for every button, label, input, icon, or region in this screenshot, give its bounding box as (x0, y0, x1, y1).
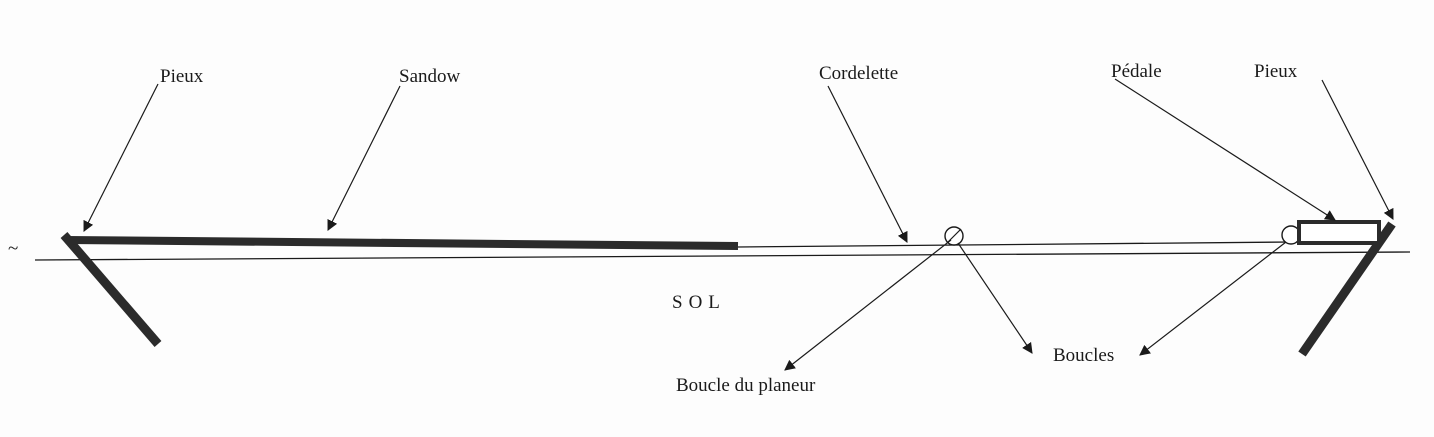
cordelette-line (737, 241, 1293, 248)
left-stake (60, 232, 162, 347)
right-stake (1298, 221, 1396, 357)
label-pieux-right: Pieux (1254, 61, 1298, 82)
arrow-boucles-2 (1139, 241, 1287, 356)
arrow-cordelette (827, 85, 908, 243)
label-boucle-planeur: Boucle du planeur (676, 375, 816, 396)
ground-line (34, 251, 1411, 261)
arrow-sandow (327, 85, 401, 231)
arrow-pedale (1114, 78, 1336, 221)
arrow-boucles-1 (957, 242, 1033, 354)
label-pedale: Pédale (1111, 61, 1162, 82)
sandow-bungee (65, 236, 739, 250)
pedal-rect (1297, 220, 1381, 245)
label-sandow: Sandow (399, 66, 461, 87)
arrow-pieux-right (1321, 79, 1394, 220)
arrow-boucle-planeur (784, 239, 952, 371)
arrow-pieux-left (83, 83, 159, 232)
label-boucles: Boucles (1053, 345, 1115, 366)
label-sol: SOL (672, 292, 726, 313)
tilde-mark: ~ (8, 238, 19, 259)
label-cordelette: Cordelette (819, 63, 899, 84)
label-pieux-left: Pieux (160, 66, 204, 87)
